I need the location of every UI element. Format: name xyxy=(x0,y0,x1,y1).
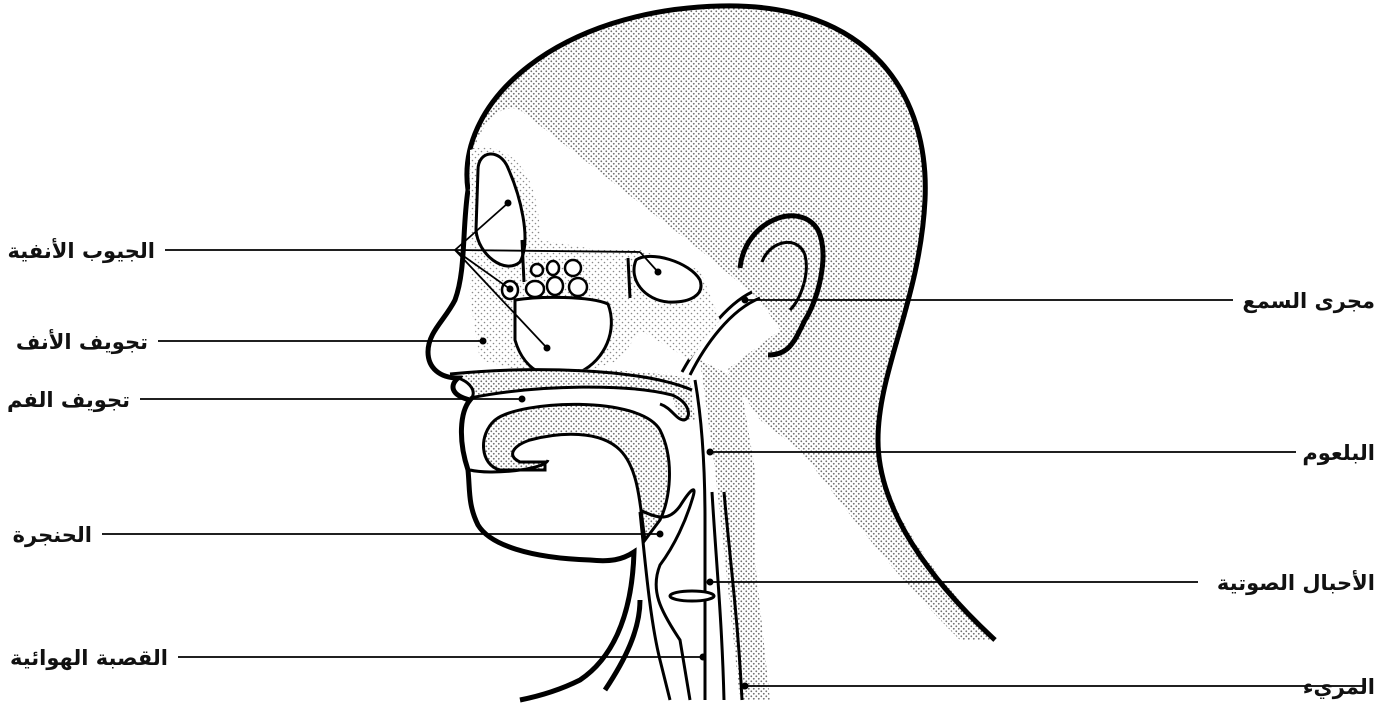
label-nasal-cavity: تجويف الأنف xyxy=(16,328,148,354)
label-vocal-cords: الأحبال الصوتية xyxy=(1217,569,1375,595)
label-pharynx: البلعوم xyxy=(1302,441,1375,465)
label-ear-canal: مجرى السمع xyxy=(1242,289,1375,313)
pharynx-wall xyxy=(695,380,705,700)
label-trachea: القصبة الهوائية xyxy=(10,646,168,670)
label-nasal-sinuses: الجيوب الأنفية xyxy=(7,237,155,263)
vocal-cords-shape xyxy=(670,591,714,601)
label-oral-cavity: تجويف الفم xyxy=(7,388,130,412)
label-larynx: الحنجرة xyxy=(13,523,92,547)
label-esophagus: المريء xyxy=(1303,675,1375,700)
